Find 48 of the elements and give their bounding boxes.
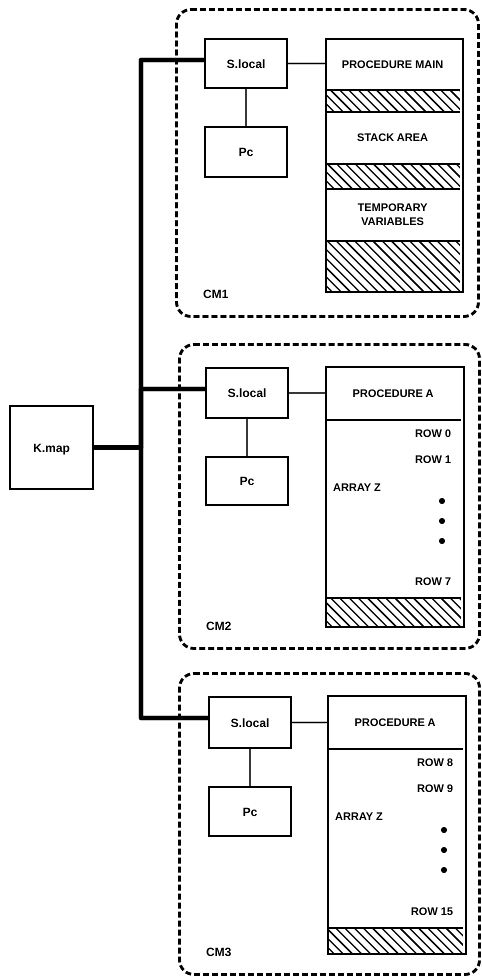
bus-line [94,445,208,720]
connector-line [246,419,248,456]
module-label: CM3 [206,945,232,959]
segment-label: PROCEDURE MAIN [340,58,444,72]
connector-line [245,89,247,126]
connector-line [292,722,327,724]
box-label: S.local [226,386,268,400]
memory-column [325,38,464,293]
memory-column [325,366,465,628]
box-label: S.local [226,56,266,70]
module-frame [178,343,481,650]
process-box [9,405,94,490]
box-label: Pc [238,474,256,488]
module-label: CM1 [203,287,228,301]
box-label: K.map [32,440,71,454]
hatched-block [327,89,460,111]
process-box [204,38,288,89]
process-box [205,367,289,419]
array-label: ARRAY Z [333,481,381,495]
segment-label: PROCEDURE A [354,716,436,730]
row-label: ROW 7 [414,575,451,589]
process-box [205,456,289,506]
connector-line [289,392,325,394]
row-label: ROW 9 [416,782,453,796]
process-box [204,126,288,178]
row-label: ROW 0 [414,427,451,441]
row-label: ROW 1 [414,453,451,467]
process-box [208,696,292,749]
hatched-block [329,927,463,953]
process-box [208,786,292,837]
hatched-block [327,240,460,291]
memory-column [327,695,467,955]
connector-line [249,749,251,786]
box-label: S.local [230,716,270,730]
box-label: Pc [238,145,254,159]
module-frame [178,672,481,976]
row-label: ROW 8 [416,756,453,770]
connector-line [288,62,325,64]
segment-label: TEMPORARY VARIABLES [356,201,428,229]
module-frame [175,8,480,318]
box-label: Pc [242,804,258,818]
segment-label: PROCEDURE A [352,386,434,400]
array-label: ARRAY Z [335,810,383,824]
segment-label: STACK AREA [356,131,429,145]
row-label: ROW 15 [410,905,453,919]
module-label: CM2 [206,619,232,633]
hatched-block [327,597,461,626]
hatched-block [327,163,460,188]
